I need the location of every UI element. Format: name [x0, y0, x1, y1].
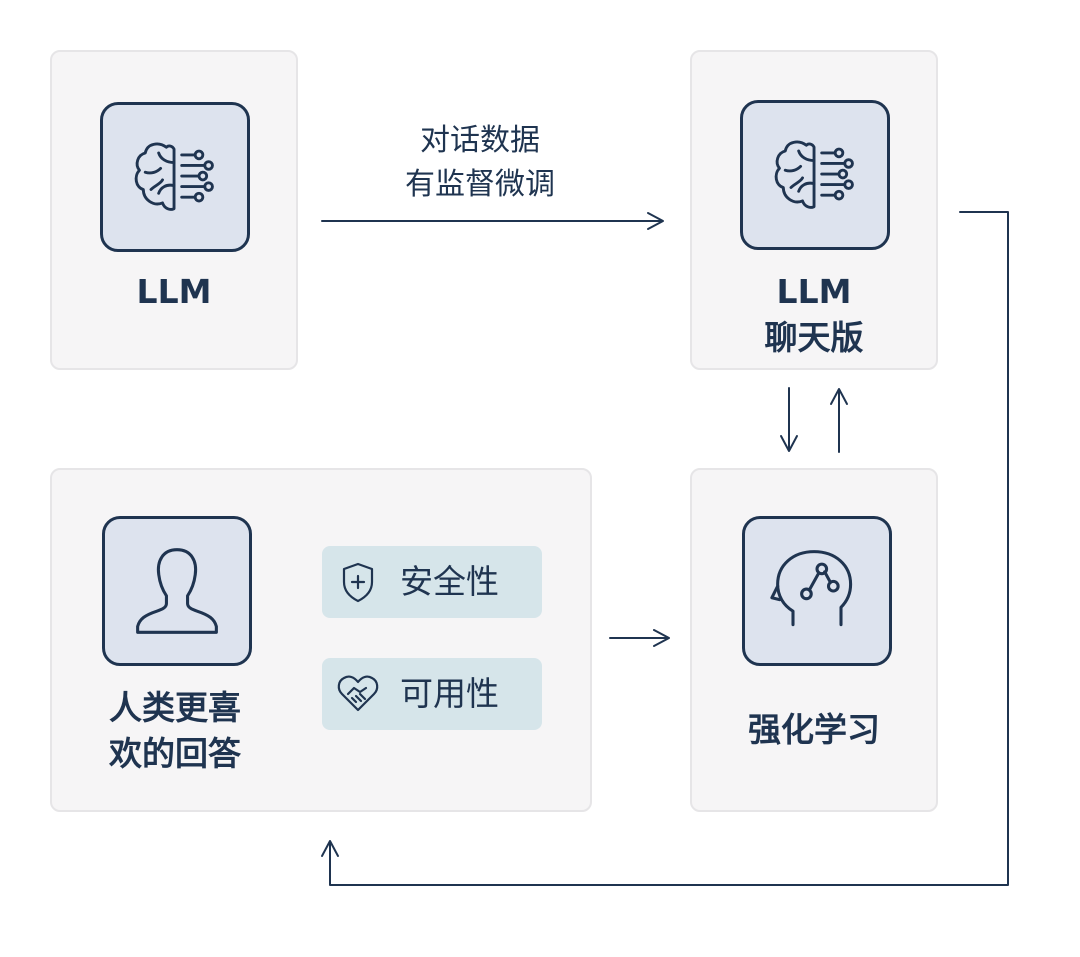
llm-icon-box: [100, 102, 250, 252]
rl-icon-box: [742, 516, 892, 666]
criteria-label-usability: 可用性: [400, 674, 499, 713]
user-icon: [136, 548, 218, 634]
llm-chat-card: LLM 聊天版: [690, 50, 938, 370]
arrow-chat-to-rl: [780, 387, 798, 452]
rl-label: 强化学习: [748, 710, 880, 749]
sft-edge-label-line2: 有监督微调: [405, 167, 555, 202]
llm-chat-label-line1: LLM: [776, 272, 852, 311]
handshake-heart-icon: [337, 675, 379, 712]
human-icon-box: [102, 516, 252, 666]
rl-card: 强化学习: [690, 468, 938, 812]
human-label-line1: 人类更喜: [109, 688, 241, 727]
llm-chat-icon-box: [740, 100, 890, 250]
arrow-rl-to-chat: [830, 388, 848, 453]
llm-card: LLM: [50, 50, 298, 370]
criteria-pill-safety: 安全性: [322, 546, 542, 618]
criteria-pill-usability: 可用性: [322, 658, 542, 730]
llm-chat-label-line2: 聊天版: [764, 318, 864, 357]
arrow-llm-to-chat: [321, 212, 664, 230]
arrow-human-to-rl: [609, 629, 670, 647]
llm-label: LLM: [136, 272, 212, 311]
head-network-icon: [770, 550, 853, 627]
human-label-line2: 欢的回答: [109, 734, 241, 773]
human-preference-card: 人类更喜 欢的回答 安全性 可用性: [50, 468, 592, 812]
criteria-label-safety: 安全性: [400, 562, 499, 601]
sft-edge-label-line1: 对话数据: [420, 123, 540, 158]
shield-plus-icon: [342, 562, 374, 603]
brain-circuit-icon: [134, 142, 214, 211]
brain-circuit-icon: [774, 140, 854, 209]
